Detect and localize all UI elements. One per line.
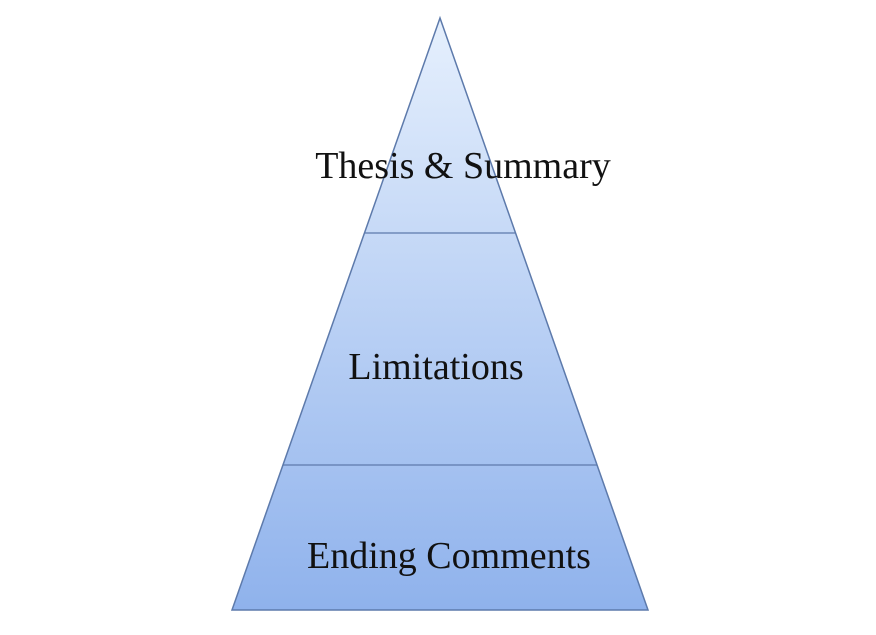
- pyramid-shape: [230, 15, 650, 611]
- tier-label-limitations: Limitations: [348, 346, 523, 388]
- tier-label-thesis-summary: Thesis & Summary: [315, 145, 611, 187]
- tier-label-ending-comments: Ending Comments: [307, 535, 591, 577]
